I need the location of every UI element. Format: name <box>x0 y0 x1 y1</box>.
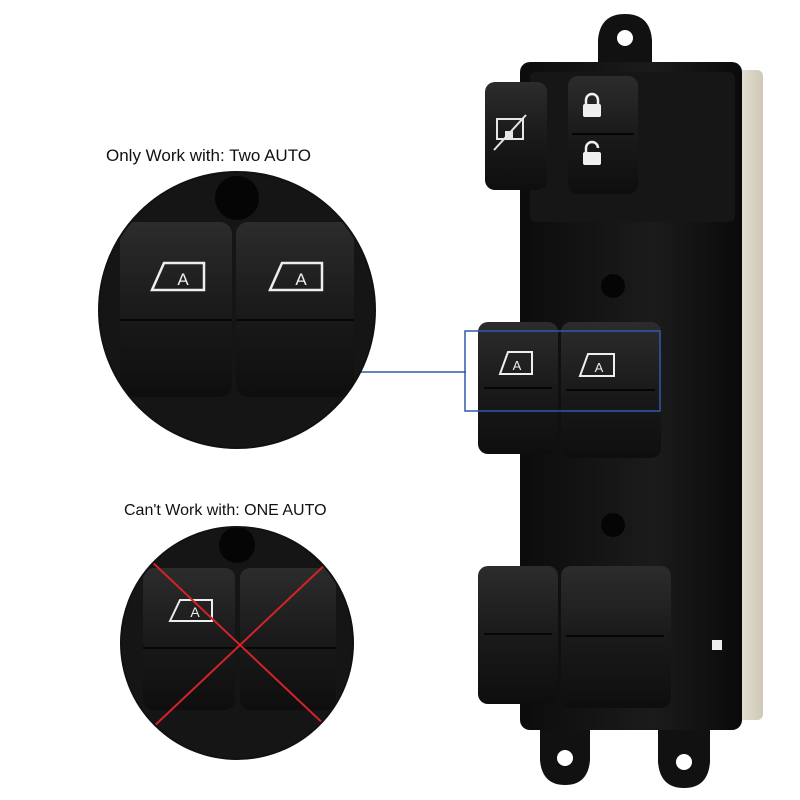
rear-right-window-switch <box>561 566 671 708</box>
not-works-with-caption: Can't Work with: ONE AUTO <box>124 502 327 519</box>
rear-left-window-switch <box>478 566 558 704</box>
door-lock-icon <box>583 92 601 117</box>
auto-label: A <box>513 358 522 373</box>
two-auto-zoom: A A <box>98 171 376 449</box>
auto-label: A <box>295 270 307 289</box>
door-unlock-icon <box>583 140 601 165</box>
window-switch-unit: A A <box>464 14 763 788</box>
window-lock-button <box>485 82 547 190</box>
auto-window-icon: A <box>578 353 615 377</box>
one-auto-zoom: A <box>120 526 354 760</box>
works-with-caption: Only Work with: Two AUTO <box>106 146 312 165</box>
door-lock-button <box>568 76 638 194</box>
auto-label: A <box>177 270 189 289</box>
cross-line <box>149 559 331 731</box>
auto-window-icon: A <box>150 261 206 292</box>
front-right-window-switch: A <box>561 322 661 458</box>
auto-label: A <box>190 604 200 620</box>
window-lock-icon <box>493 114 527 151</box>
highlight-box <box>464 330 661 412</box>
auto-window-icon: A <box>168 599 213 622</box>
auto-window-icon: A <box>268 261 324 292</box>
front-left-window-switch: A <box>478 322 558 454</box>
auto-label: A <box>595 360 604 375</box>
auto-window-icon: A <box>498 351 533 375</box>
